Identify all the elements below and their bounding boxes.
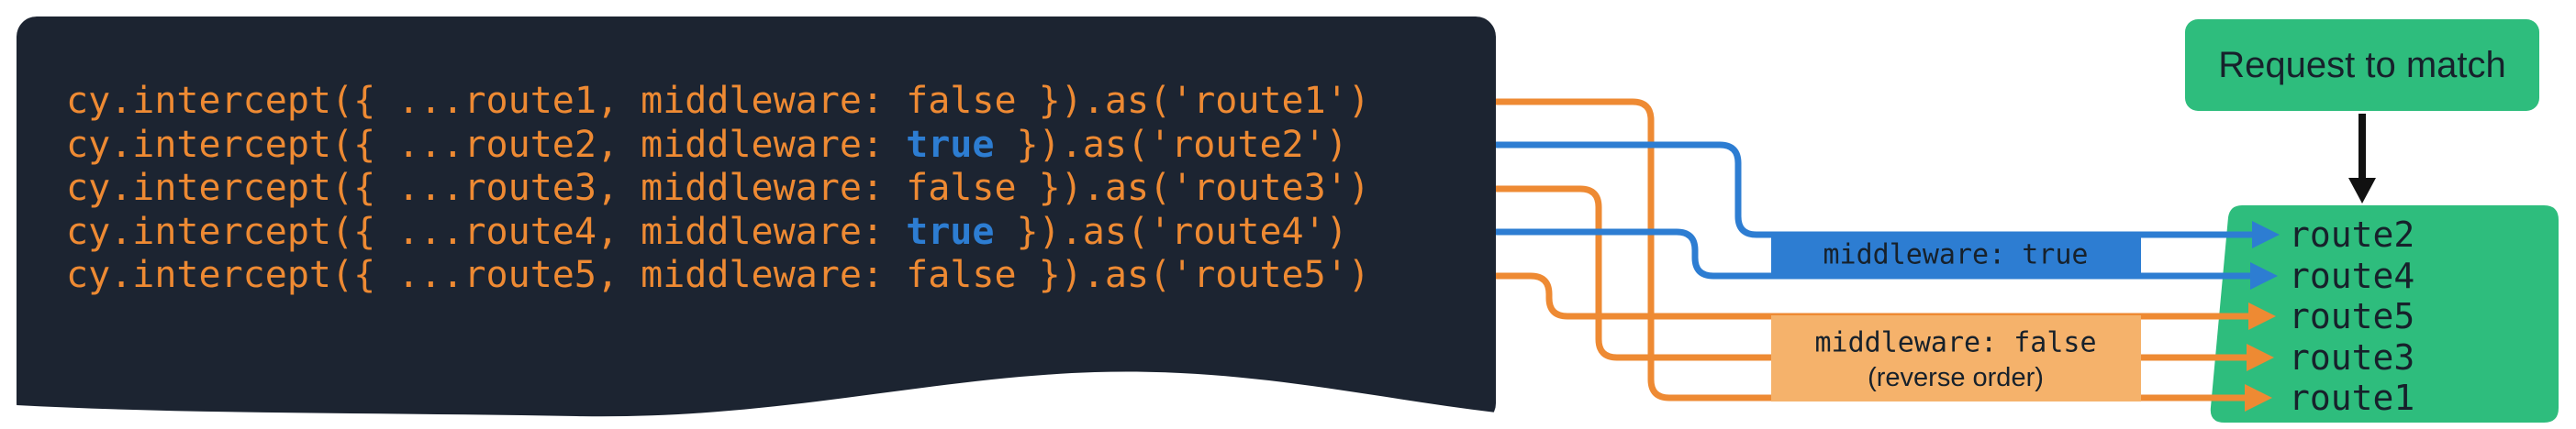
wire-arrowhead-route3: [2247, 344, 2274, 371]
middleware-false-box: [1771, 315, 2141, 402]
middleware-true-label: middleware: true: [1823, 239, 2089, 271]
code-keyword: true: [906, 210, 995, 253]
code-prefix: cy.intercept({ ...route3, middleware:: [66, 167, 907, 209]
routes-funnel: [2210, 205, 2559, 423]
request-to-match-label: Request to match: [2218, 45, 2506, 85]
code-prefix: cy.intercept({ ...route5, middleware:: [66, 254, 907, 296]
funnel-route-label-4: route3: [2289, 337, 2414, 378]
wire-arrowhead-route1: [2245, 384, 2272, 412]
wire-route2: [1485, 141, 2259, 238]
code-suffix: }).as('route2'): [994, 123, 1348, 166]
code-prefix: cy.intercept({ ...route4, middleware:: [66, 210, 907, 253]
code-line-route4: cy.intercept({ ...route4, middleware: tr…: [66, 211, 1496, 255]
code-prefix: cy.intercept({ ...route2, middleware:: [66, 123, 907, 166]
code-keyword: false: [906, 254, 1017, 296]
wire-route3: [1485, 185, 2254, 361]
middleware-false-sublabel: (reverse order): [1868, 363, 2044, 392]
code-line-route5: cy.intercept({ ...route5, middleware: fa…: [66, 254, 1496, 298]
wire-arrowhead-route5: [2248, 302, 2276, 330]
funnel-route-label-1: route2: [2289, 214, 2414, 255]
code-keyword: false: [906, 80, 1017, 122]
code-keyword: true: [906, 123, 995, 166]
code-suffix: }).as('route1'): [1016, 80, 1370, 122]
wire-route5: [1485, 272, 2256, 320]
code-prefix: cy.intercept({ ...route1, middleware:: [66, 80, 907, 122]
wire-arrowhead-route4: [2250, 262, 2278, 290]
request-to-match-box: [2185, 19, 2539, 111]
code-suffix: }).as('route4'): [994, 210, 1348, 253]
code-line-route3: cy.intercept({ ...route3, middleware: fa…: [66, 167, 1496, 211]
wire-arrowhead-route2: [2252, 221, 2280, 248]
middleware-true-box: [1771, 236, 2141, 273]
funnel-route-label-2: route4: [2289, 256, 2414, 296]
code-suffix: }).as('route3'): [1016, 167, 1370, 209]
funnel-route-label-5: route1: [2289, 378, 2414, 418]
middleware-false-label: middleware: false: [1814, 327, 2096, 359]
code-keyword: false: [906, 167, 1017, 209]
request-arrow-head: [2348, 178, 2376, 204]
funnel-route-label-3: route5: [2289, 296, 2414, 336]
code-panel: cy.intercept({ ...route1, middleware: fa…: [17, 16, 1496, 424]
wire-route1: [1485, 98, 2252, 402]
wire-route4: [1485, 228, 2258, 280]
code-suffix: }).as('route5'): [1016, 254, 1370, 296]
code-line-route2: cy.intercept({ ...route2, middleware: tr…: [66, 124, 1496, 168]
code-line-route1: cy.intercept({ ...route1, middleware: fa…: [66, 80, 1496, 124]
